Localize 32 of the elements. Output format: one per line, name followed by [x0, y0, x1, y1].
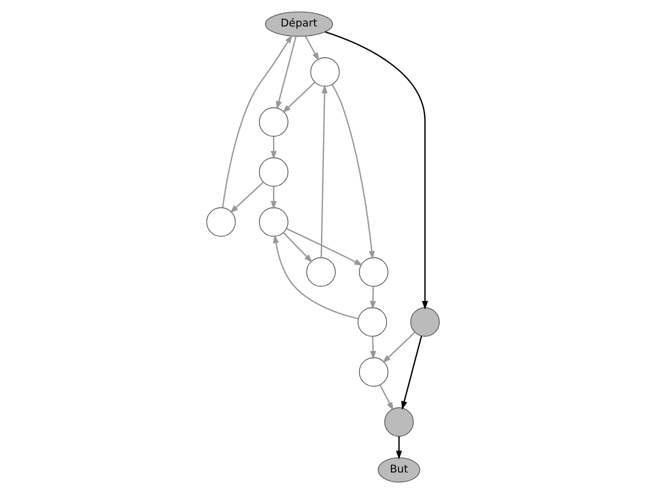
- arrow: [370, 336, 376, 360]
- arrow: [283, 232, 313, 262]
- node-ellipse: Départ: [265, 11, 333, 36]
- arrow: [286, 228, 364, 266]
- arrow: [382, 331, 416, 363]
- node-circle: [358, 306, 388, 336]
- node-circle: [384, 406, 414, 436]
- arrow: [401, 335, 422, 410]
- arrow: [272, 234, 358, 319]
- node-circle: [306, 256, 336, 286]
- arrow: [282, 81, 316, 113]
- arrow: [320, 84, 328, 258]
- node-circle: [358, 356, 388, 386]
- arrow: [396, 436, 402, 459]
- node-circle: [358, 256, 388, 286]
- arrow: [370, 286, 376, 310]
- node-circle: [258, 206, 288, 236]
- node-circle: [258, 156, 288, 186]
- arrow: [332, 84, 375, 260]
- arrow: [270, 186, 277, 210]
- arrow: [276, 36, 297, 110]
- node-circle: [206, 206, 236, 236]
- arrow: [324, 30, 428, 310]
- arrow: [230, 181, 264, 213]
- node-circle: [310, 56, 340, 86]
- node-circle: [410, 306, 440, 336]
- arrow: [379, 384, 394, 410]
- arrow: [270, 136, 277, 160]
- arrow: [222, 34, 293, 208]
- node-circle: [258, 106, 288, 136]
- node-ellipse: But: [378, 456, 420, 482]
- arrow: [304, 35, 320, 61]
